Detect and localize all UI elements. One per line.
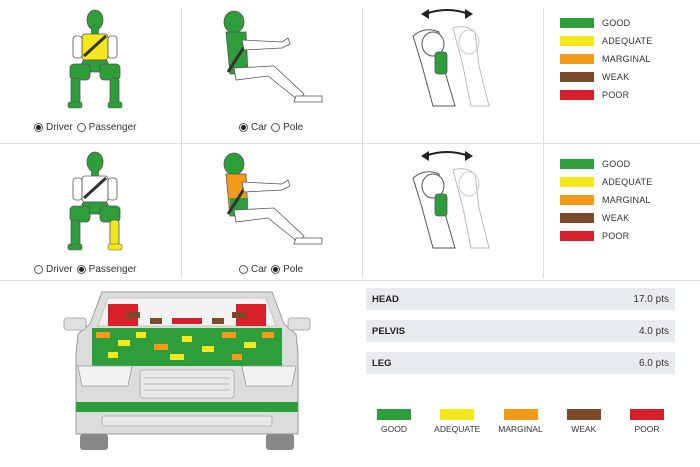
radio-driver[interactable] — [34, 123, 43, 132]
whiplash-seat-icon — [405, 6, 500, 113]
score-row-head: HEAD 17.0 pts — [366, 288, 675, 310]
frontal-dummy-icon — [60, 150, 130, 257]
legend-item: ADEQUATE — [429, 409, 485, 434]
score-row-pelvis: PELVIS 4.0 pts — [366, 320, 675, 342]
score-row-leg: LEG 6.0 pts — [366, 352, 675, 374]
double-arrow-icon — [424, 151, 470, 157]
legend-item: GOOD — [366, 409, 422, 434]
legend-row1: GOOD ADEQUATE MARGINAL WEAK POOR — [560, 14, 652, 104]
divider — [0, 143, 700, 144]
radio-passenger[interactable] — [76, 265, 86, 274]
radio-driver[interactable] — [34, 265, 43, 274]
radio-passenger[interactable] — [76, 123, 86, 132]
legend-item: WEAK — [560, 209, 652, 227]
legend-item: WEAK — [556, 409, 612, 434]
side-toggle-row1: Car Pole — [239, 122, 307, 133]
legend-item: MARGINAL — [560, 191, 652, 209]
whiplash-seat-icon — [405, 148, 500, 255]
radio-car[interactable] — [239, 123, 248, 132]
side-dummy-icon — [212, 150, 332, 257]
legend-item: WEAK — [560, 68, 652, 86]
legend-bottom: GOOD ADEQUATE MARGINAL WEAK POOR — [366, 409, 675, 434]
legend-item: POOR — [619, 409, 675, 434]
frontal-toggle-row1: Driver Passenger — [34, 122, 140, 133]
double-arrow-icon — [424, 9, 470, 15]
pedestrian-car-icon — [62, 284, 312, 459]
legend-item: ADEQUATE — [560, 32, 652, 50]
legend-item: MARGINAL — [560, 50, 652, 68]
side-toggle-row2: Car Pole — [239, 264, 307, 275]
legend-item: GOOD — [560, 14, 652, 32]
radio-car[interactable] — [239, 265, 248, 274]
frontal-dummy-icon — [60, 8, 130, 115]
legend-item: ADEQUATE — [560, 173, 652, 191]
legend-item: GOOD — [560, 155, 652, 173]
legend-item: POOR — [560, 227, 652, 245]
divider — [0, 280, 700, 281]
frontal-toggle-row2: Driver Passenger — [34, 264, 140, 275]
side-dummy-icon — [212, 8, 332, 115]
legend-item: POOR — [560, 86, 652, 104]
legend-item: MARGINAL — [493, 409, 549, 434]
radio-pole[interactable] — [271, 265, 281, 274]
legend-row2: GOOD ADEQUATE MARGINAL WEAK POOR — [560, 155, 652, 245]
radio-pole[interactable] — [271, 123, 281, 132]
